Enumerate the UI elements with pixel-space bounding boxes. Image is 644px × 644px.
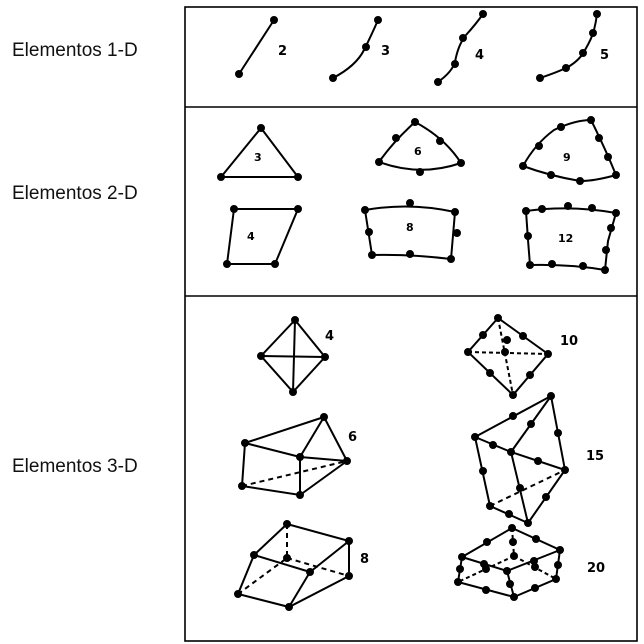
element-3d-brick-20 bbox=[454, 524, 564, 601]
label-1d-5: 5 bbox=[600, 48, 609, 63]
element-2d-quad-8 bbox=[361, 199, 461, 263]
row-label-3d: Elementos 3-D bbox=[12, 456, 138, 477]
element-2d-quad-4 bbox=[223, 205, 302, 268]
label-2d-12: 12 bbox=[558, 232, 573, 245]
label-2d-9: 9 bbox=[563, 151, 571, 164]
element-3d-tetra-4 bbox=[257, 316, 329, 396]
label-3d-8: 8 bbox=[360, 552, 369, 567]
label-1d-3: 3 bbox=[381, 44, 390, 59]
element-2d-triangle-6 bbox=[375, 118, 465, 176]
element-2d-triangle-9 bbox=[519, 116, 620, 185]
element-3d-wedge-15 bbox=[471, 392, 569, 527]
label-3d-20: 20 bbox=[587, 561, 605, 576]
element-3d-brick-8 bbox=[234, 520, 353, 611]
element-2d-triangle-3 bbox=[217, 124, 302, 181]
label-3d-15: 15 bbox=[586, 449, 604, 464]
row-label-2d: Elementos 2-D bbox=[12, 183, 138, 204]
label-2d-6: 6 bbox=[414, 145, 422, 158]
label-1d-4: 4 bbox=[475, 48, 484, 63]
element-2d-quad-12 bbox=[522, 202, 620, 274]
label-3d-4: 4 bbox=[325, 329, 334, 344]
label-3d-6: 6 bbox=[348, 430, 357, 445]
label-2d-4: 4 bbox=[247, 230, 255, 243]
element-1d-2-nodes bbox=[235, 16, 278, 78]
label-2d-3: 3 bbox=[254, 151, 262, 164]
element-3d-tetra-10 bbox=[464, 314, 552, 399]
element-3d-wedge-6 bbox=[238, 413, 351, 499]
table-frame bbox=[184, 6, 638, 642]
label-3d-10: 10 bbox=[560, 334, 578, 349]
element-1d-5-nodes bbox=[536, 10, 601, 82]
element-1d-4-nodes bbox=[434, 10, 487, 86]
label-1d-2: 2 bbox=[278, 44, 287, 59]
element-1d-3-nodes bbox=[329, 16, 382, 82]
label-2d-8: 8 bbox=[406, 221, 414, 234]
row-label-1d: Elementos 1-D bbox=[12, 40, 138, 61]
